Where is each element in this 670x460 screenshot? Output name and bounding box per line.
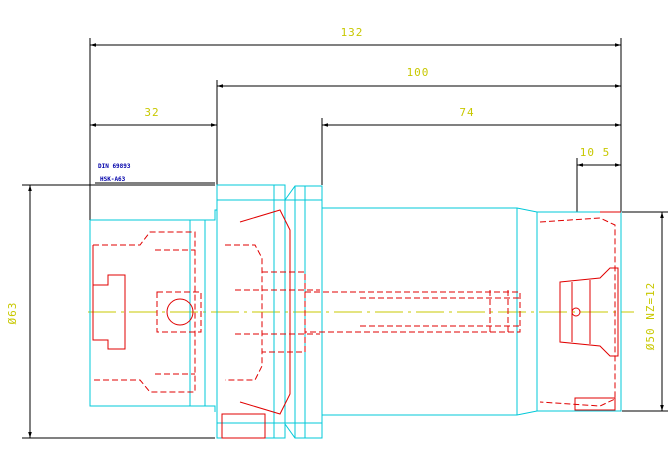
dim-text-132: 132 [341, 26, 364, 39]
dim-text-100: 100 [407, 66, 430, 79]
internal-detail [92, 209, 621, 439]
note-interface: HSK-A63 [100, 176, 126, 183]
dim-text-10-5: 10 5 [580, 146, 611, 159]
dimension-lines [22, 38, 668, 439]
dim-text-32: 32 [144, 106, 159, 119]
dim-text-74: 74 [459, 106, 474, 119]
dim-text-d50: Ø50 NZ=12 [644, 282, 657, 351]
note-standard: DIN 69893 [98, 163, 131, 170]
dim-text-d63: Ø63 [6, 302, 19, 325]
